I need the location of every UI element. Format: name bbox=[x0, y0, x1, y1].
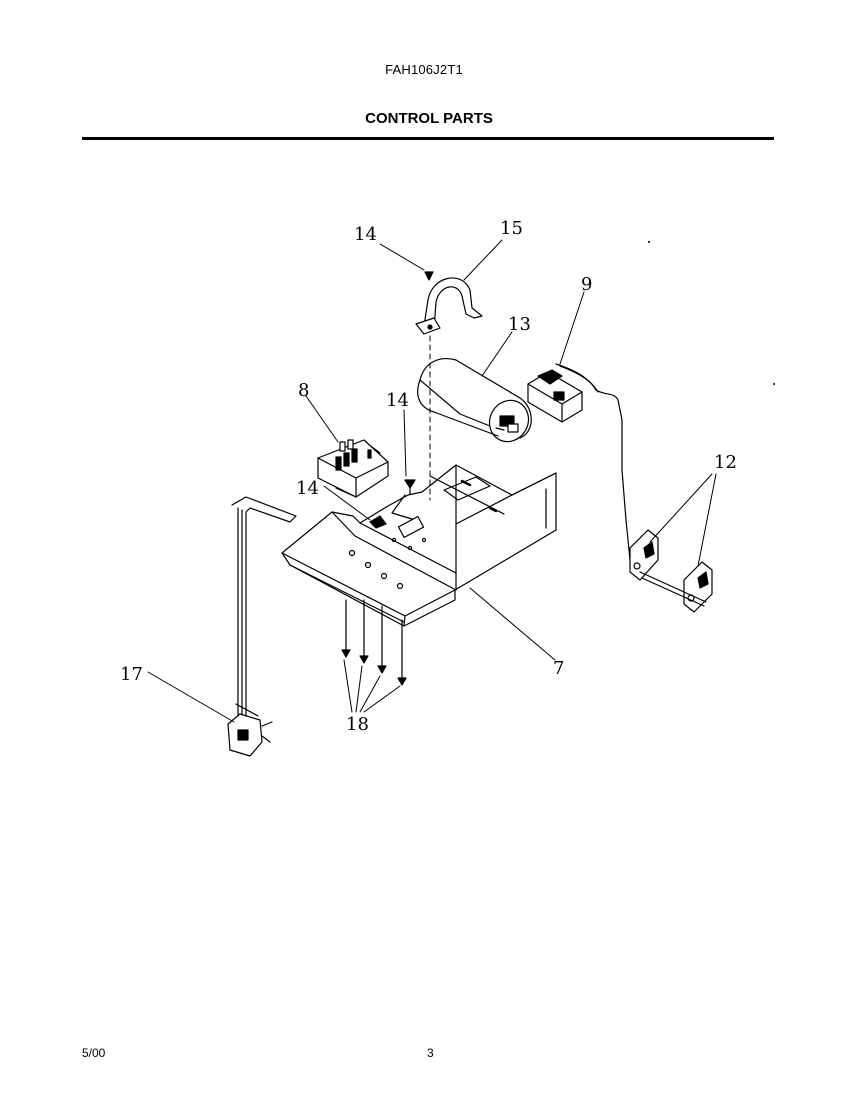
section-title: CONTROL PARTS bbox=[365, 110, 493, 127]
callout-capacitor: 13 bbox=[508, 314, 531, 335]
control-box-part bbox=[281, 464, 557, 627]
callout-control-box: 7 bbox=[553, 658, 564, 679]
callout-screw-mid: 14 bbox=[386, 390, 409, 411]
callout-brackets: 12 bbox=[714, 452, 737, 473]
thermostat-part bbox=[527, 363, 637, 569]
footer-date: 5/00 bbox=[82, 1046, 106, 1060]
header-rule bbox=[82, 137, 774, 140]
bracket-parts bbox=[629, 529, 713, 613]
callout-bottom-screws: 18 bbox=[346, 714, 369, 735]
callout-thermostat: 9 bbox=[581, 274, 592, 295]
model-number: FAH106J2T1 bbox=[385, 62, 463, 77]
callout-capacitor-strap: 15 bbox=[500, 218, 523, 239]
bottom-screw-parts bbox=[341, 599, 407, 686]
screw-parts bbox=[404, 271, 434, 495]
callout-screw-left: 14 bbox=[296, 478, 319, 499]
leader-lines bbox=[147, 239, 717, 723]
capacitor-strap-part bbox=[415, 277, 483, 335]
power-cord-part bbox=[227, 496, 297, 757]
callout-power-cord: 17 bbox=[120, 664, 143, 685]
relay-part bbox=[317, 439, 389, 498]
page-number: 3 bbox=[427, 1046, 434, 1060]
callout-relay: 8 bbox=[298, 380, 309, 401]
callout-screw-top: 14 bbox=[354, 224, 377, 245]
capacitor-part bbox=[417, 358, 532, 443]
